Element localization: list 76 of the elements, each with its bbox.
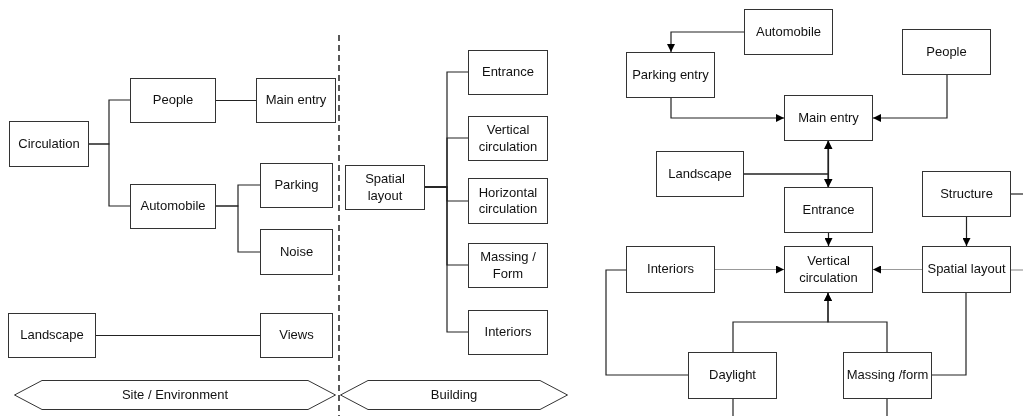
process-box [626, 52, 715, 98]
box-label: Views [279, 327, 314, 344]
box-label: Main entry [265, 92, 327, 109]
box-label: People [152, 92, 194, 109]
process-box [784, 187, 873, 233]
box-label: Main entry [798, 109, 859, 127]
connector-line [1010, 269, 1023, 271]
process-box [130, 184, 216, 229]
hexagon-banner [14, 380, 336, 410]
box-label: Parking entry [632, 66, 709, 84]
connector-line [931, 292, 967, 376]
box-label: Noise [279, 243, 314, 261]
box-label: Parking [274, 177, 319, 194]
box-label: Spatial layout [364, 171, 406, 204]
process-box [744, 9, 833, 55]
arrow [962, 216, 971, 247]
process-box [468, 310, 548, 355]
box-label: Building [430, 386, 478, 404]
process-box [130, 78, 216, 123]
connector-line [1010, 193, 1023, 195]
arrow [824, 292, 888, 353]
process-box [256, 78, 336, 123]
process-box [656, 151, 744, 197]
process-box [784, 246, 873, 293]
process-box [922, 171, 1011, 217]
connector-line [88, 143, 131, 207]
process-box [260, 313, 333, 358]
box-label: Daylight [709, 367, 756, 384]
box-label: Spatial layout [927, 261, 1006, 278]
process-box [9, 121, 89, 167]
process-box [260, 163, 333, 208]
arrow [872, 74, 948, 122]
connector-line [215, 99, 257, 102]
box-label: Interiors [484, 324, 532, 341]
box-label: Vertical circulation [798, 253, 859, 286]
process-box [688, 352, 777, 399]
box-label: Circulation [18, 135, 80, 153]
connector-line [605, 269, 689, 376]
box-label: Site / Environment [121, 386, 229, 404]
process-box [902, 29, 991, 75]
process-box [843, 352, 932, 399]
box-label: Landscape [20, 327, 84, 344]
process-box [626, 246, 715, 293]
process-box [8, 313, 96, 358]
box-label: Vertical circulation [477, 122, 539, 155]
connector-line [424, 186, 469, 333]
process-box [784, 95, 873, 141]
connector-line [215, 205, 261, 253]
box-label: Entrance [802, 201, 855, 219]
arrow [670, 97, 785, 122]
process-box [468, 116, 548, 161]
connector-line [95, 334, 261, 337]
box-label: Automobile [140, 198, 206, 215]
arrow [714, 265, 785, 274]
process-box [468, 243, 548, 288]
box-label: Landscape [668, 165, 732, 183]
box-label: Horizontal circulation [477, 184, 539, 218]
process-box [922, 246, 1011, 293]
box-label: Interiors [647, 261, 694, 278]
process-box [468, 178, 548, 224]
arrow [872, 265, 923, 274]
box-label: Automobile [755, 23, 821, 41]
connector-line [732, 398, 734, 416]
box-label: Entrance [481, 64, 534, 81]
hexagon-banner [340, 380, 568, 410]
process-box [345, 165, 425, 210]
arrow [743, 173, 832, 188]
arrow [824, 232, 833, 247]
box-label: Massing / Form [479, 249, 537, 282]
connector-line [886, 398, 888, 416]
box-label: Massing /form [846, 367, 929, 384]
process-box [468, 50, 548, 95]
arrow [667, 31, 745, 53]
box-label: Structure [940, 185, 993, 203]
process-box [260, 229, 333, 275]
box-label: People [926, 43, 967, 61]
